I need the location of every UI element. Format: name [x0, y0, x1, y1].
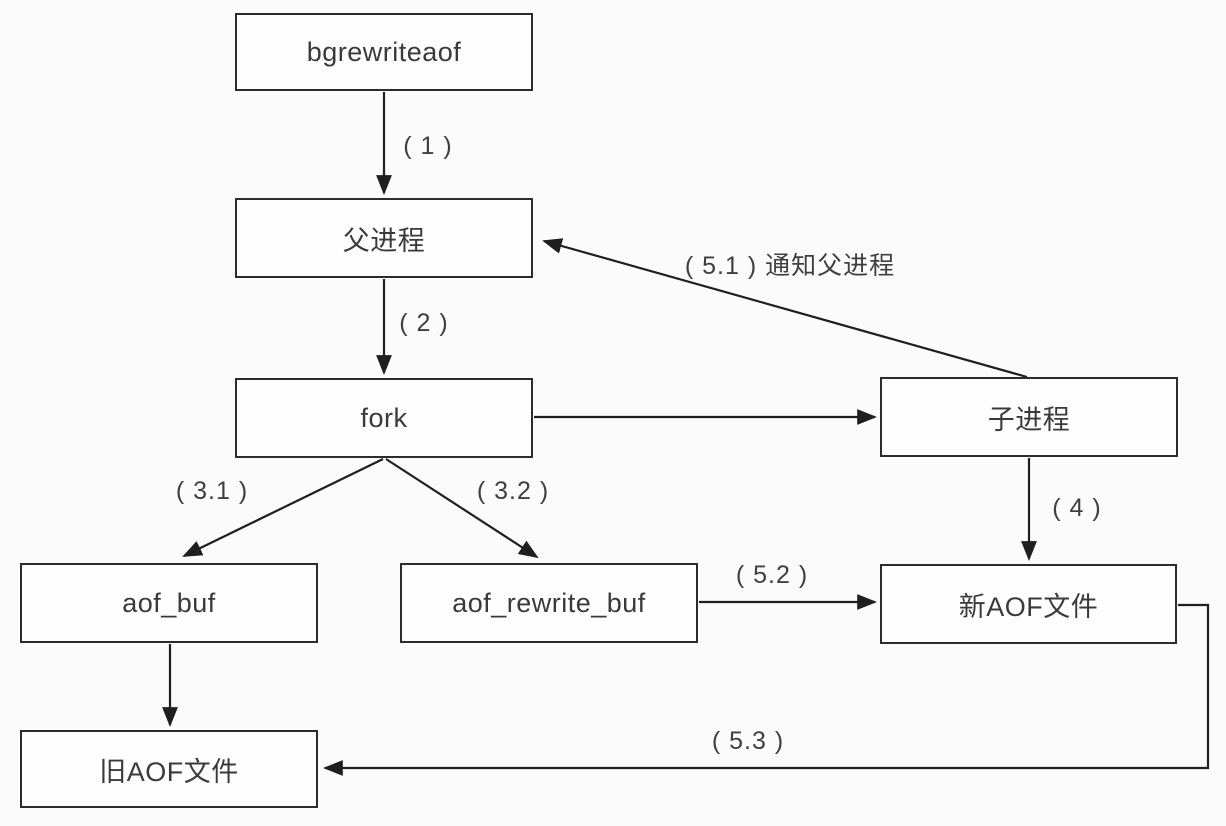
edge-step-3-1-fork-to-aof-buf [182, 458, 384, 557]
node-parent-process-label: 父进程 [342, 225, 426, 256]
node-bgrewriteaof-label: bgrewriteaof [306, 36, 462, 67]
node-aof-rewrite-buf: aof_rewrite_buf [400, 563, 698, 643]
node-fork: fork [235, 378, 533, 458]
edge-label-step-3-1: ( 3.1 ) [175, 477, 249, 505]
edge-label-step-5-2: ( 5.2 ) [735, 561, 809, 589]
node-child-process-label: 子进程 [987, 404, 1071, 435]
edge-label-step-4: ( 4 ) [1052, 494, 1102, 522]
edge-label-step-5-1: ( 5.1 ) 通知父进程 [684, 252, 896, 280]
node-parent-process: 父进程 [235, 198, 533, 278]
edge-label-step-2: ( 2 ) [399, 309, 449, 337]
node-bgrewriteaof: bgrewriteaof [235, 13, 533, 91]
edge-label-step-5-3: ( 5.3 ) [711, 727, 785, 755]
node-aof-buf: aof_buf [20, 563, 318, 643]
node-child-process: 子进程 [880, 377, 1178, 457]
edge-label-step-1: ( 1 ) [403, 132, 453, 160]
edge-label-step-3-2: ( 3.2 ) [476, 477, 550, 505]
node-fork-label: fork [360, 402, 408, 433]
node-aof-buf-label: aof_buf [122, 587, 216, 618]
node-aof-rewrite-buf-label: aof_rewrite_buf [452, 587, 646, 618]
node-old-aof-file-label: 旧AOF文件 [99, 756, 239, 787]
node-new-aof-file-label: 新AOF文件 [958, 591, 1099, 622]
node-old-aof-file: 旧AOF文件 [20, 730, 318, 808]
node-new-aof-file: 新AOF文件 [880, 564, 1177, 644]
edge-step-3-2-fork-to-aof-rewrite-buf [385, 458, 539, 559]
